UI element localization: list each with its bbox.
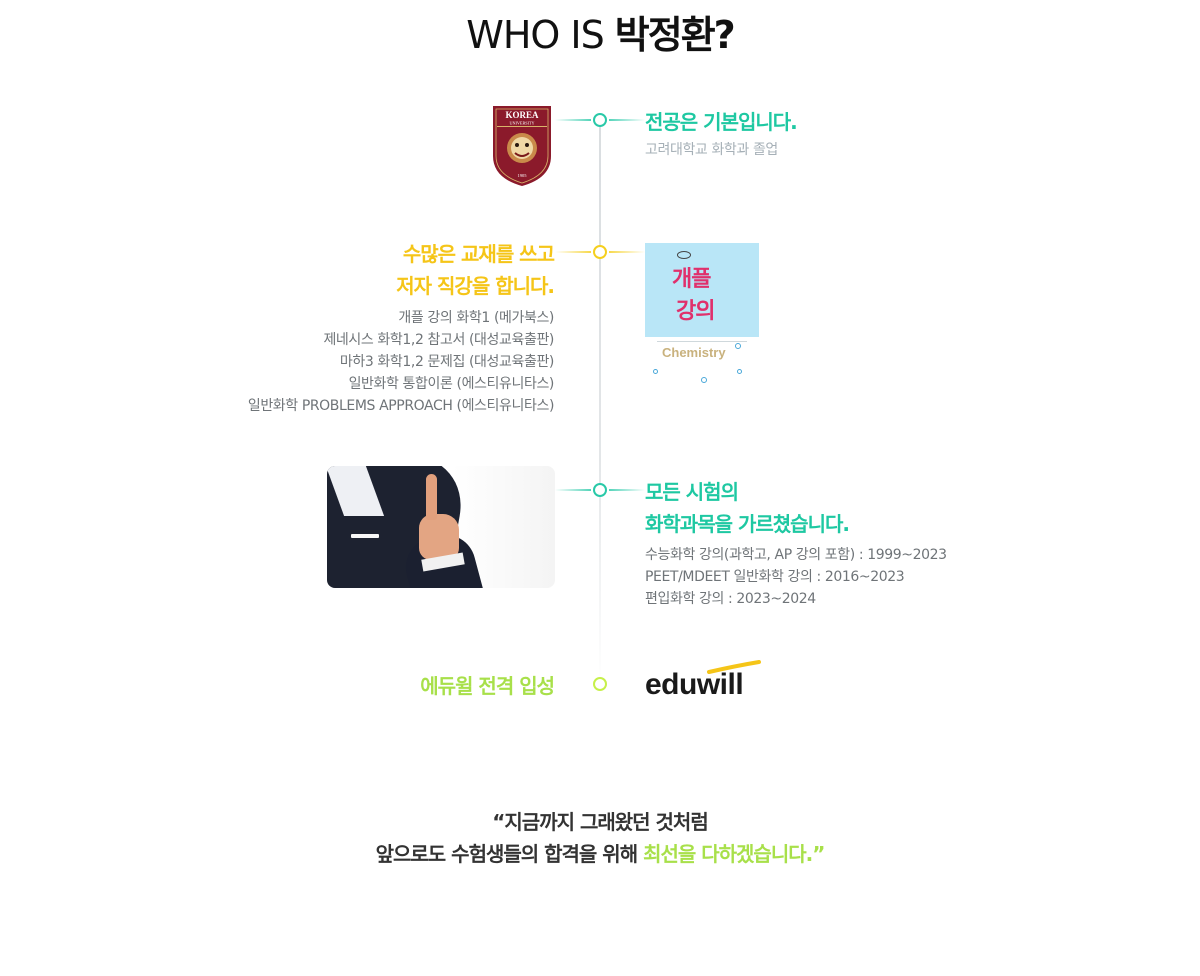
- emblem-year: 1905: [518, 173, 528, 178]
- closing-statement: “지금까지 그래왔던 것처럼 앞으로도 수험생들의 합격을 위해 최선을 다하겠…: [0, 806, 1200, 870]
- emblem-text-sub: UNIVERSITY: [509, 121, 534, 126]
- eduwill-logo-swoosh: [707, 660, 761, 674]
- exam-line-1: 수능화학 강의(과학고, AP 강의 포함) : 1999~2023: [645, 547, 947, 563]
- textbook-line-5: 일반화학 PROBLEMS APPROACH (에스티유니타스): [247, 398, 555, 414]
- closing-line-2: 앞으로도 수험생들의 합격을 위해 최선을 다하겠습니다.”: [0, 838, 1200, 870]
- textbook-line-3: 마하3 화학1,2 문제집 (대성교육출판): [339, 354, 554, 370]
- item-exams-heading-1: 모든 시험의: [645, 480, 739, 504]
- item-textbooks-heading-2: 저자 직강을 합니다.: [396, 274, 555, 298]
- closing-line-2-prefix: 앞으로도 수험생들의 합격을 위해: [375, 842, 644, 866]
- timeline-node-2: [555, 245, 645, 259]
- eduwill-logo-text: eduwill: [645, 668, 744, 701]
- book-subtitle: Chemistry: [662, 345, 726, 360]
- exam-line-2: PEET/MDEET 일반화학 강의 : 2016~2023: [645, 569, 905, 585]
- timeline-line: [599, 120, 601, 685]
- textbook-cover-image: 개플 강의 Chemistry: [645, 243, 759, 388]
- page-title: WHO IS 박정환?: [0, 4, 1200, 59]
- book-title-2: 강의: [676, 299, 715, 324]
- closing-line-1: “지금까지 그래왔던 것처럼: [492, 810, 708, 834]
- eduwill-logo: eduwill: [645, 660, 761, 702]
- textbook-line-2: 제네시스 화학1,2 참고서 (대성교육출판): [323, 332, 554, 348]
- timeline-node-4: [593, 677, 607, 691]
- item-eduwill-heading: 에듀윌 전격 입성: [420, 674, 555, 698]
- title-prefix: WHO IS: [466, 13, 615, 57]
- item-exams: 모든 시험의 화학과목을 가르쳤습니다. 수능화학 강의(과학고, AP 강의 …: [645, 476, 947, 610]
- exam-line-3: 편입화학 강의 : 2023~2024: [645, 591, 816, 607]
- korea-university-emblem: KOREA UNIVERSITY 1905: [493, 106, 551, 186]
- item-textbooks: 수많은 교재를 쓰고 저자 직강을 합니다. 개플 강의 화학1 (메가북스) …: [247, 238, 555, 417]
- closing-line-2-highlight: 최선을 다하겠습니다.”: [643, 842, 825, 866]
- item-exams-heading-2: 화학과목을 가르쳤습니다.: [645, 512, 850, 536]
- item-eduwill: 에듀윌 전격 입성: [420, 670, 555, 702]
- textbook-line-4: 일반화학 통합이론 (에스티유니타스): [348, 376, 555, 392]
- item-textbooks-heading-1: 수많은 교재를 쓰고: [402, 242, 555, 266]
- timeline-node-3: [555, 483, 645, 497]
- emblem-text-top: KOREA: [505, 110, 539, 120]
- timeline-node-1: [555, 113, 645, 127]
- book-title-1: 개플: [672, 267, 711, 292]
- item-major-line: 고려대학교 화학과 졸업: [645, 142, 778, 158]
- title-name: 박정환?: [614, 13, 736, 57]
- item-major-heading: 전공은 기본입니다.: [645, 110, 798, 134]
- textbook-line-1: 개플 강의 화학1 (메가북스): [398, 310, 554, 326]
- item-major: 전공은 기본입니다. 고려대학교 화학과 졸업: [645, 106, 798, 161]
- instructor-photo: [327, 466, 555, 588]
